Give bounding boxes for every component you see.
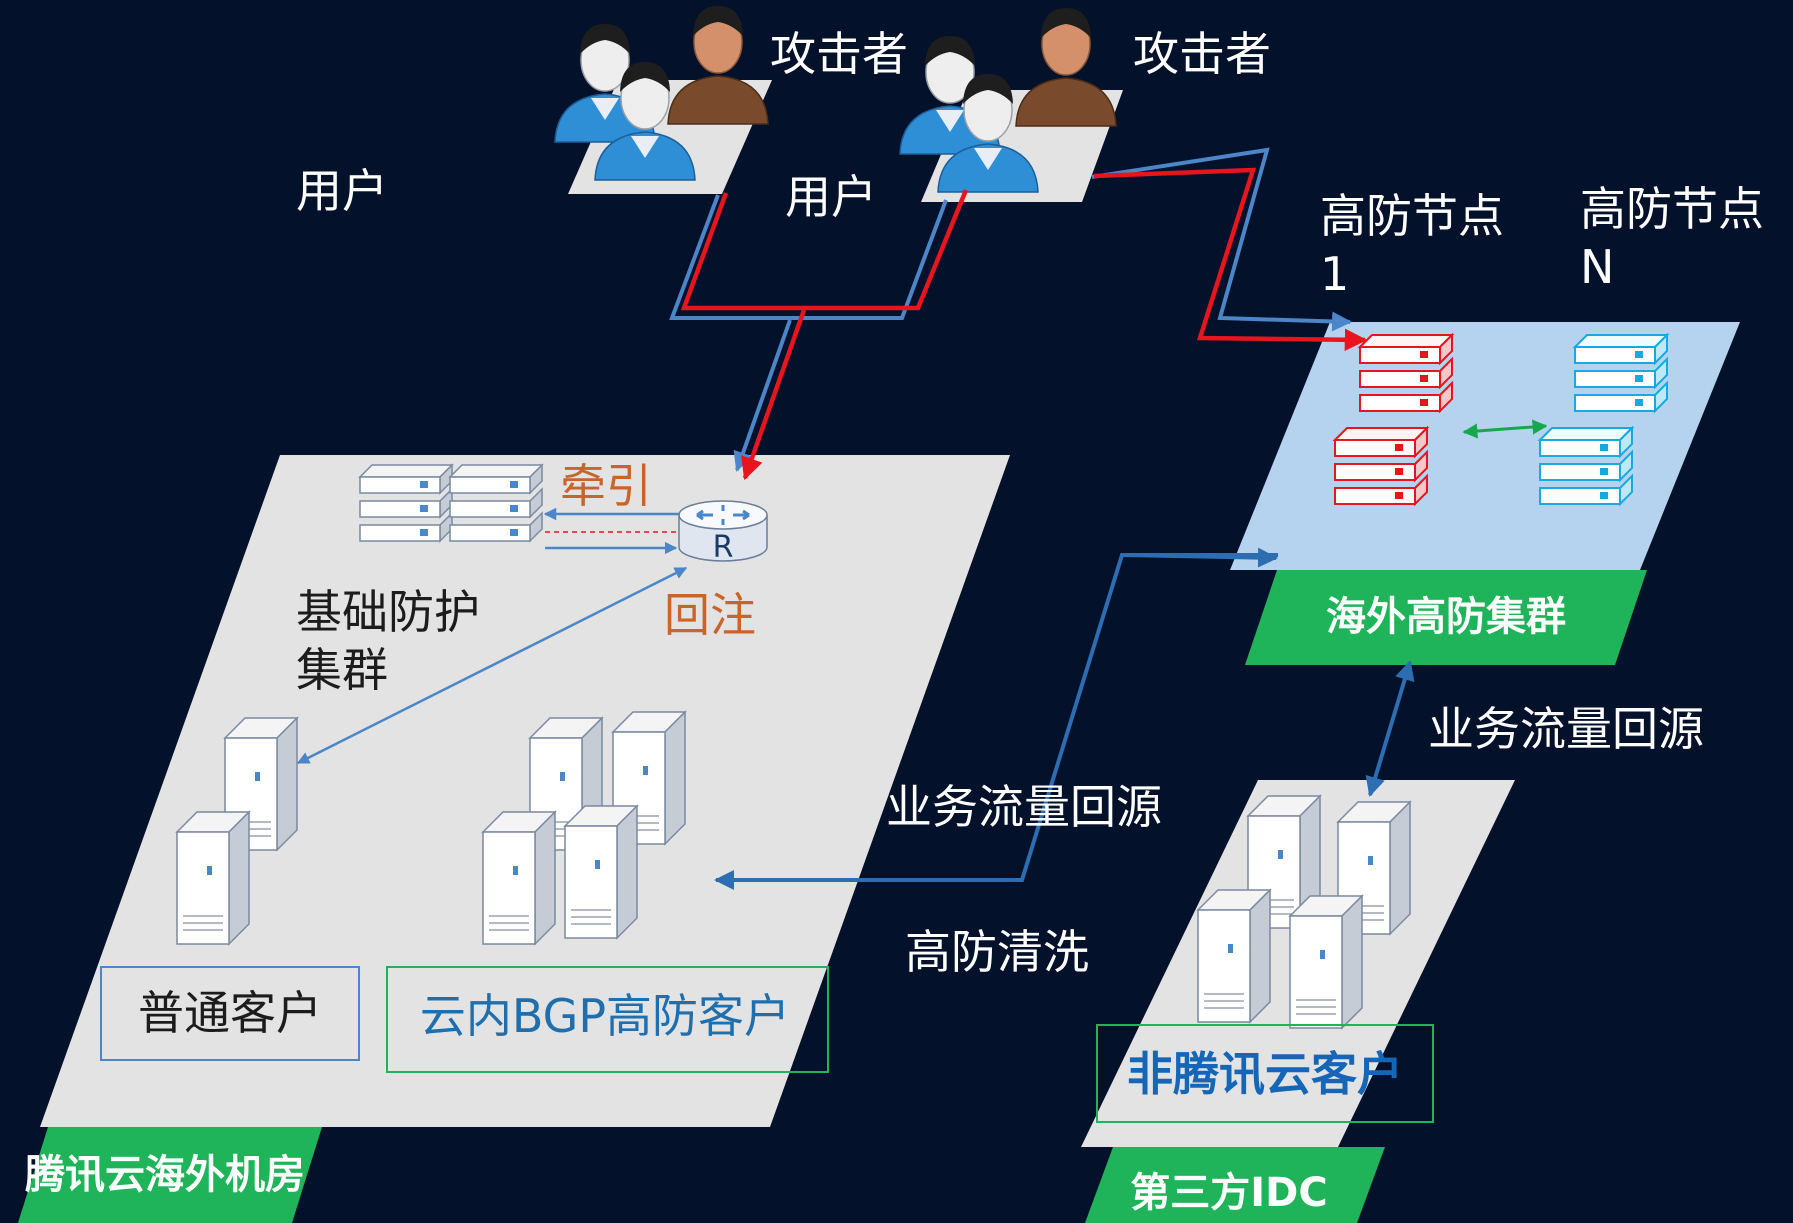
node-n-label-line2: N bbox=[1580, 240, 1614, 294]
tencent-dc-label: 腾讯云海外机房 bbox=[25, 1152, 305, 1198]
normal-customer-box bbox=[100, 966, 360, 1061]
idc-backsource-arrow bbox=[1365, 660, 1415, 797]
rack-server-icon bbox=[1539, 427, 1633, 505]
normal-traffic-to-router bbox=[733, 319, 792, 472]
router-letter: R bbox=[713, 530, 734, 565]
rack-server-icon bbox=[359, 464, 453, 542]
reinjection-to-customer-arrow bbox=[296, 566, 688, 765]
third-party-idc-tag bbox=[1085, 1147, 1385, 1223]
attacker-right-label: 攻击者 bbox=[1133, 27, 1271, 81]
attacker-left-label: 攻击者 bbox=[770, 27, 908, 81]
reinjection-label: 回注 bbox=[664, 588, 756, 642]
router-icon: R bbox=[678, 500, 768, 565]
user-right-label: 用户 bbox=[785, 170, 877, 224]
user-left-label: 用户 bbox=[296, 164, 388, 218]
node-sync-arrow bbox=[1462, 419, 1548, 439]
biz-backsource-right-label: 业务流量回源 bbox=[1428, 702, 1704, 756]
bgp-customer-label: 云内BGP高防客户 bbox=[420, 989, 790, 1043]
tencent-dc-tag bbox=[18, 1127, 322, 1223]
biz-backsource-center-label: 业务流量回源 bbox=[886, 780, 1162, 834]
bgp-customer-box bbox=[386, 966, 829, 1073]
tower-server-icon bbox=[482, 811, 556, 945]
tower-server-icon bbox=[1289, 895, 1363, 1029]
node-1-label-line2: 1 bbox=[1320, 247, 1349, 301]
node-1-label-line1: 高防节点 bbox=[1320, 189, 1504, 243]
traction-label: 牵引 bbox=[560, 459, 652, 513]
attack-traffic-path bbox=[680, 189, 969, 311]
tower-server-icon bbox=[176, 811, 250, 945]
non-tencent-customer-label: 非腾讯云客户 bbox=[1127, 1047, 1403, 1101]
overseas-cluster-tag bbox=[1245, 570, 1647, 665]
rack-server-icon bbox=[449, 464, 543, 542]
normal-traffic-to-cluster bbox=[1091, 147, 1352, 332]
overseas-cluster-label: 海外高防集群 bbox=[1326, 594, 1566, 640]
attacker-icon bbox=[1015, 7, 1117, 127]
attack-traffic-to-router bbox=[741, 309, 807, 481]
overseas-cluster-panel bbox=[1230, 322, 1740, 570]
base-cluster-label-line2: 集群 bbox=[296, 643, 388, 697]
rack-server-icon bbox=[1334, 427, 1428, 505]
rack-server-icon bbox=[1574, 334, 1668, 412]
cleaning-label: 高防清洗 bbox=[905, 925, 1089, 979]
normal-traffic-path bbox=[669, 194, 948, 320]
tower-server-icon bbox=[1197, 889, 1271, 1023]
base-cluster-label-line1: 基础防护 bbox=[296, 585, 480, 639]
cleaning-backsource-arrow-up bbox=[1121, 547, 1278, 568]
attack-traffic-to-cluster bbox=[1093, 167, 1368, 352]
tencent-dc-platform bbox=[40, 455, 1010, 1127]
third-party-idc-label: 第三方IDC bbox=[1130, 1170, 1327, 1216]
node-n-label-line1: 高防节点 bbox=[1580, 182, 1764, 236]
rack-server-icon bbox=[1359, 334, 1453, 412]
tower-server-icon bbox=[564, 805, 638, 939]
non-tencent-customer-box bbox=[1096, 1024, 1434, 1123]
attacker-icon bbox=[667, 5, 769, 125]
normal-customer-label: 普通客户 bbox=[138, 986, 322, 1040]
base-protection-cluster bbox=[359, 464, 543, 542]
